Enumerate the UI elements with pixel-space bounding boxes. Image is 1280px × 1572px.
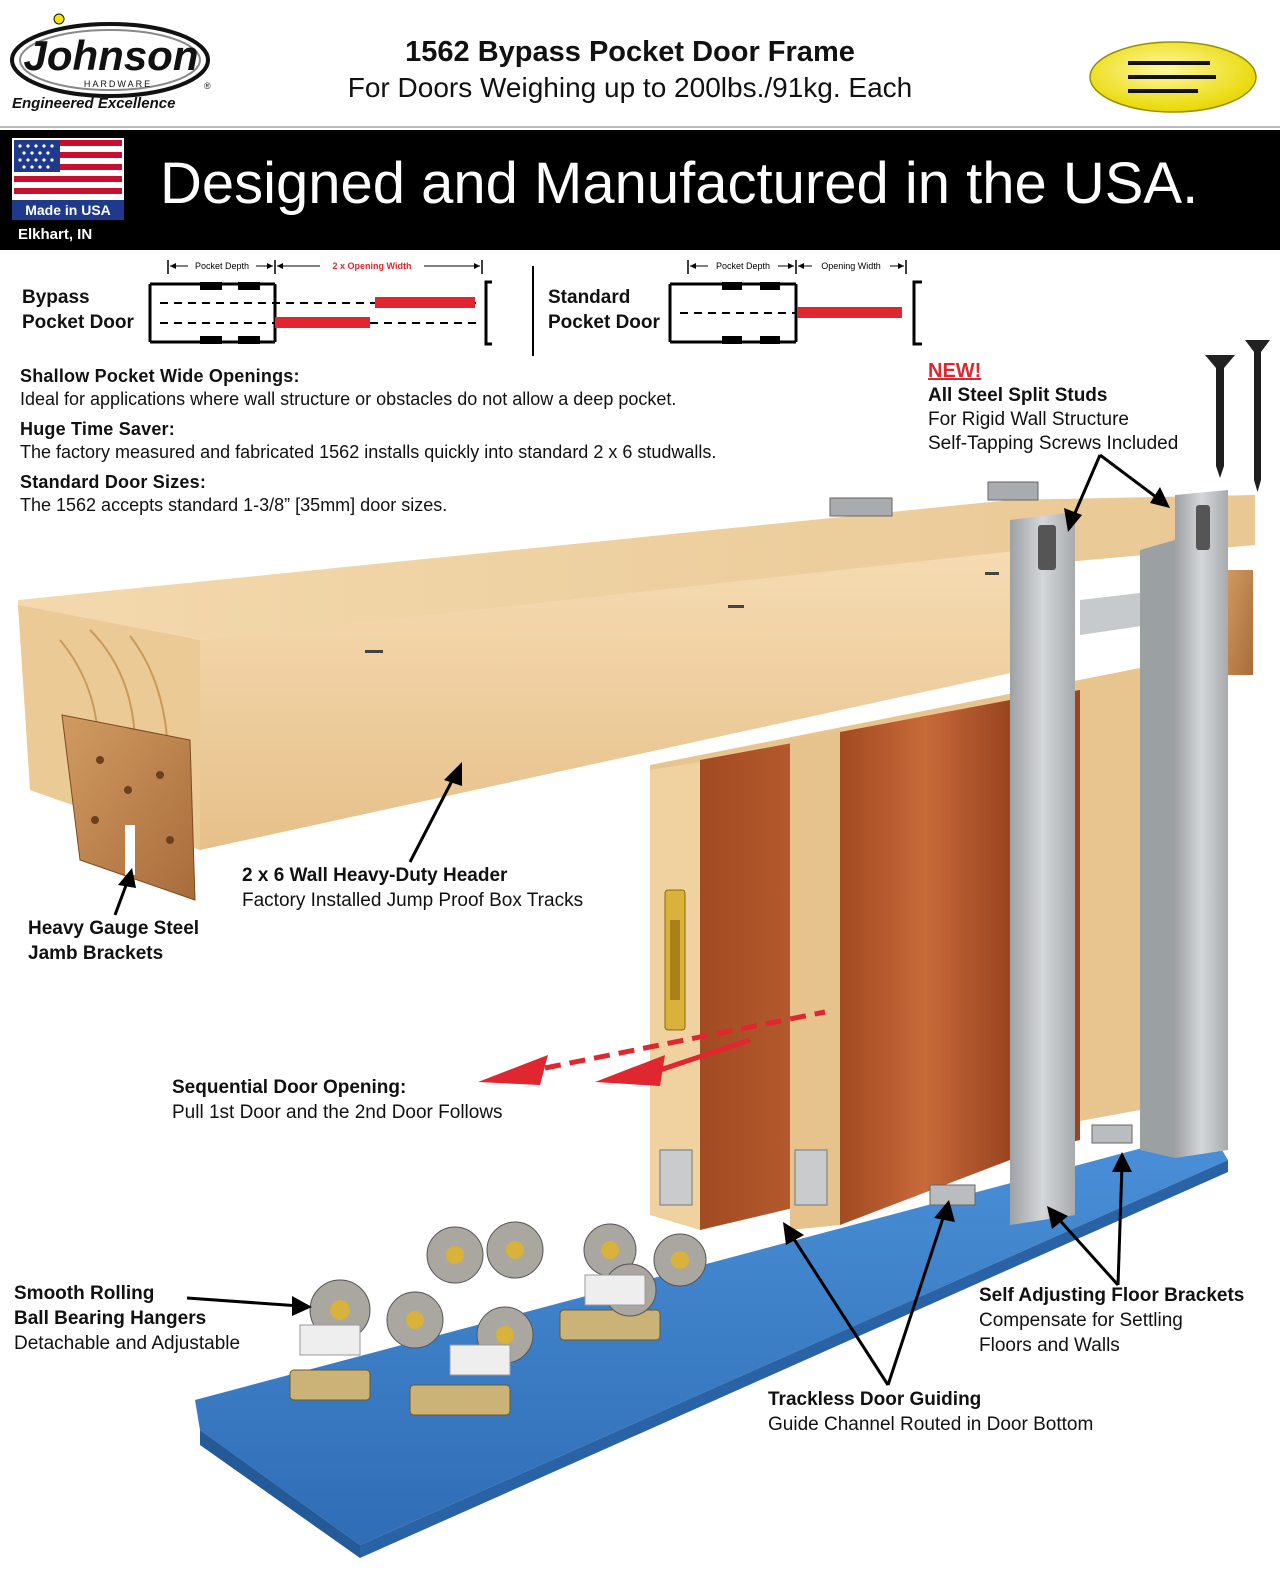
banner-headline: Designed and Manufactured in the USA. xyxy=(160,151,1199,216)
logo-brand: Johnson xyxy=(24,32,199,79)
feature-item: Huge Time Saver: The factory measured an… xyxy=(20,419,900,463)
standard-dim-pocket: Pocket Depth xyxy=(716,261,770,271)
menu-badge-icon xyxy=(1088,38,1258,116)
johnson-logo: Johnson HARDWARE ® Engineered Excellence xyxy=(8,10,218,115)
feature-heading: Huge Time Saver: xyxy=(20,419,175,439)
hanger-icon xyxy=(289,1221,707,1416)
product-illustration xyxy=(0,330,1280,1567)
callout-jamb: Heavy Gauge Steel Jamb Brackets xyxy=(28,918,200,964)
bypass-dim-pocket: Pocket Depth xyxy=(195,261,249,271)
callout-hangers: Smooth Rolling Ball Bearing Hangers Deta… xyxy=(14,1283,241,1354)
banner-location: Elkhart, IN xyxy=(18,226,93,243)
flag-caption: Made in USA xyxy=(25,202,111,218)
new-feature-line2: Self-Tapping Screws Included xyxy=(928,433,1179,454)
usa-flag-icon: Made in USA xyxy=(12,138,124,220)
diagram-divider xyxy=(532,266,534,356)
logo-tagline: Engineered Excellence xyxy=(12,95,175,112)
features-list: Shallow Pocket Wide Openings: Ideal for … xyxy=(20,366,900,516)
bypass-label: Bypass Pocket Door xyxy=(22,287,134,333)
feature-text: Ideal for applications where wall struct… xyxy=(20,389,677,409)
feature-heading: Shallow Pocket Wide Openings: xyxy=(20,366,300,386)
callout-floor-brackets: Self Adjusting Floor Brackets Compensate… xyxy=(979,1285,1245,1356)
logo-brand-sub: HARDWARE xyxy=(84,79,152,89)
feature-text: The 1562 accepts standard 1-3/8” [35mm] … xyxy=(20,495,448,515)
page-title: 1562 Bypass Pocket Door Frame xyxy=(405,36,855,68)
standard-dim-opening: Opening Width xyxy=(821,261,881,271)
new-feature-line1: For Rigid Wall Structure xyxy=(928,409,1129,430)
page-subtitle: For Doors Weighing up to 200lbs./91kg. E… xyxy=(347,72,913,103)
bypass-dim-opening: 2 x Opening Width xyxy=(333,261,412,271)
standard-diagram: Pocket Depth Opening Width xyxy=(660,256,930,356)
callout-header: 2 x 6 Wall Heavy-Duty Header Factory Ins… xyxy=(242,865,584,911)
registered-mark: ® xyxy=(204,81,211,91)
feature-item: Standard Door Sizes: The 1562 accepts st… xyxy=(20,472,900,516)
new-badge: NEW! xyxy=(928,360,982,382)
divider xyxy=(0,126,1280,128)
feature-heading: Standard Door Sizes: xyxy=(20,472,207,492)
feature-text: The factory measured and fabricated 1562… xyxy=(20,442,717,462)
bypass-diagram: Pocket Depth 2 x Opening Width xyxy=(140,256,520,356)
usa-banner xyxy=(0,130,1280,250)
feature-item: Shallow Pocket Wide Openings: Ideal for … xyxy=(20,366,900,410)
standard-label: Standard Pocket Door xyxy=(548,287,660,333)
callout-guiding: Trackless Door Guiding Guide Channel Rou… xyxy=(768,1389,1094,1435)
screw-icon xyxy=(1205,355,1235,478)
new-feature-heading: All Steel Split Studs xyxy=(928,385,1108,406)
new-feature: NEW! All Steel Split Studs For Rigid Wal… xyxy=(928,360,1228,455)
callout-sequential: Sequential Door Opening: Pull 1st Door a… xyxy=(172,1077,503,1123)
